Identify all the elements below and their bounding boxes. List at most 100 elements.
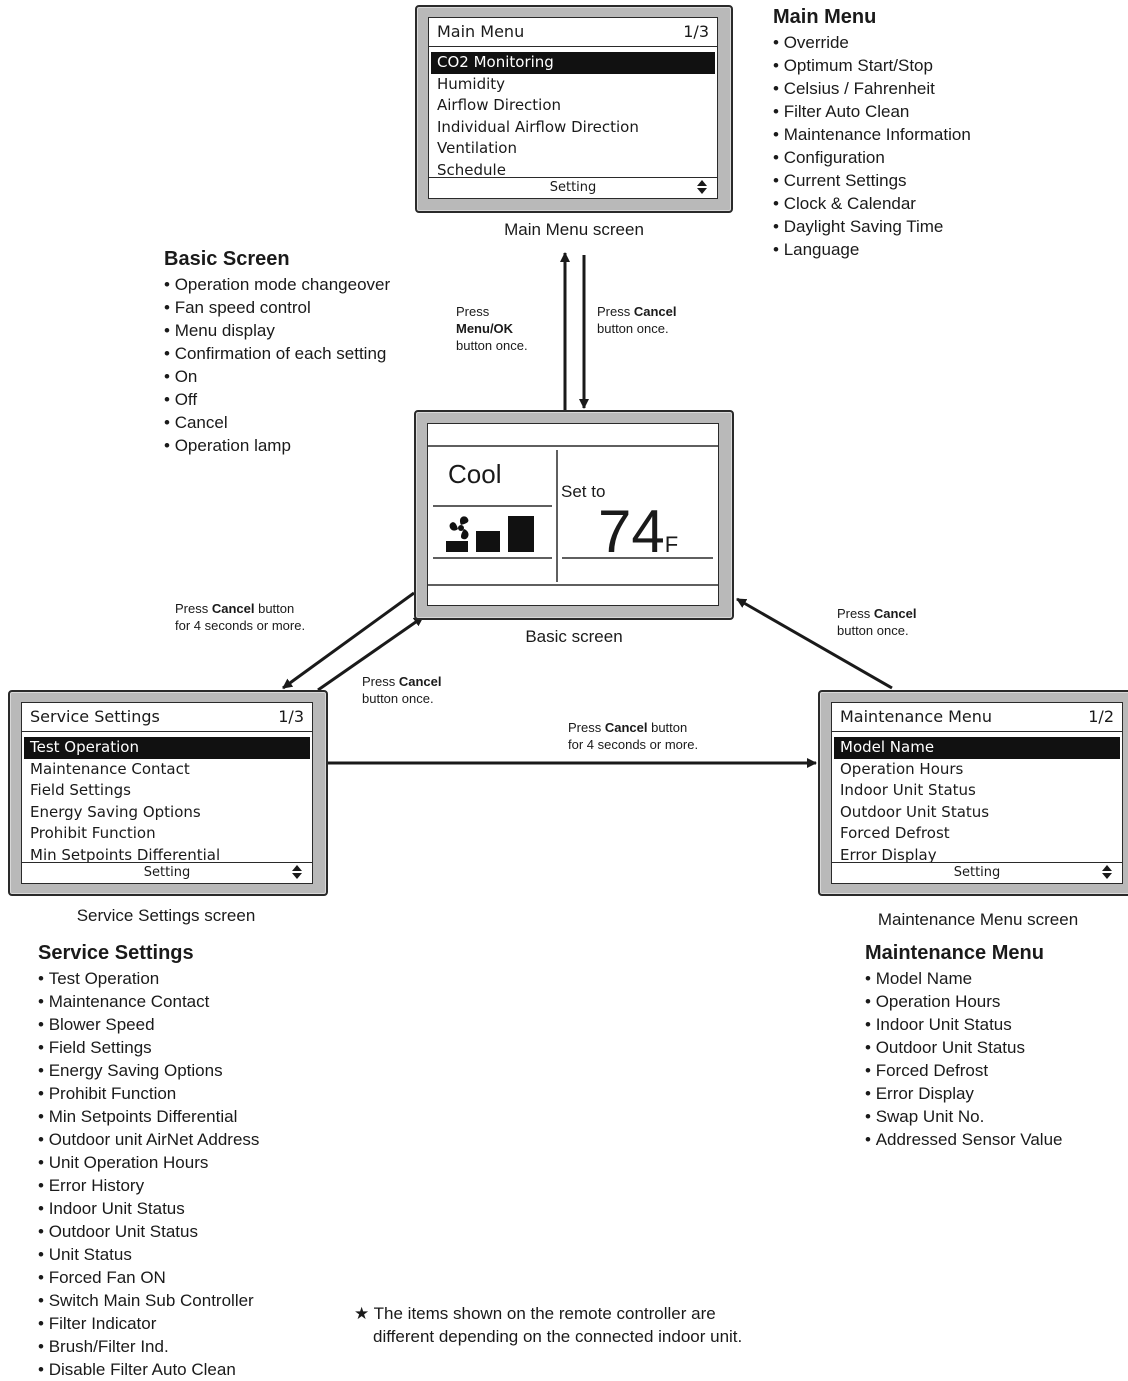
- maintenance-menu-device: Maintenance Menu 1/2 Model Name Operatio…: [818, 690, 1128, 896]
- list-item: Filter Indicator: [38, 1312, 259, 1335]
- list-item: Clock & Calendar: [773, 192, 971, 215]
- main-menu-item[interactable]: CO2 Monitoring: [431, 52, 715, 74]
- note-press-cancel-service: Press Cancel button once.: [362, 673, 441, 707]
- note-press-cancel-4s-bottom: Press Cancel button for 4 seconds or mor…: [568, 719, 698, 753]
- main-menu-item[interactable]: Individual Airflow Direction: [437, 117, 639, 136]
- up-down-icon: [1102, 865, 1112, 879]
- note-text: Press: [597, 304, 634, 319]
- main-menu-item[interactable]: Humidity: [437, 74, 506, 93]
- maintenance-menu-lcd: Maintenance Menu 1/2 Model Name Operatio…: [831, 702, 1123, 884]
- note-press-cancel-maintenance: Press Cancel button once.: [837, 605, 916, 639]
- main-menu-list: Main Menu Override Optimum Start/Stop Ce…: [773, 6, 971, 261]
- main-menu-item[interactable]: Airflow Direction: [437, 96, 562, 114]
- maintenance-menu-footer-label: Setting: [953, 865, 1001, 880]
- service-settings-item[interactable]: Field Settings: [30, 781, 131, 799]
- service-settings-heading: Service Settings: [38, 942, 194, 964]
- list-item: Disable Filter Auto Clean: [38, 1358, 259, 1381]
- maintenance-menu-item[interactable]: Model Name: [834, 737, 1120, 759]
- list-item: Swap Unit No.: [865, 1105, 1063, 1128]
- service-settings-lcd: Service Settings 1/3 Test Operation Main…: [21, 702, 313, 884]
- note-press-menu-ok: Press Menu/OK button once.: [456, 303, 528, 354]
- fan-speed-bars: [446, 516, 534, 552]
- up-down-icon: [292, 865, 302, 879]
- list-item: Maintenance Information: [773, 123, 971, 146]
- list-item: Menu display: [164, 319, 390, 342]
- note-text: button: [254, 601, 295, 616]
- footnote: ★ The items shown on the remote controll…: [354, 1302, 742, 1348]
- maintenance-menu-bullets: Model Name Operation Hours Indoor Unit S…: [865, 967, 1063, 1151]
- list-item: Off: [164, 388, 390, 411]
- note-press-cancel-4s-left: Press Cancel button for 4 seconds or mor…: [175, 600, 305, 634]
- note-line: button once.: [597, 321, 669, 336]
- list-item: Override: [773, 31, 971, 54]
- main-menu-item[interactable]: Ventilation: [437, 139, 517, 157]
- note-line: button once.: [362, 691, 434, 706]
- list-item: Language: [773, 238, 971, 261]
- list-item: Configuration: [773, 146, 971, 169]
- service-settings-footer-label: Setting: [143, 865, 191, 880]
- list-item: Operation mode changeover: [164, 273, 390, 296]
- main-menu-device: Main Menu 1/3 CO2 Monitoring Humidity Ai…: [415, 5, 733, 213]
- mode-label: Cool: [448, 459, 502, 489]
- list-item: Switch Main Sub Controller: [38, 1289, 259, 1312]
- set-to-label: Set to: [561, 482, 606, 501]
- maintenance-menu-item[interactable]: Error Display: [840, 845, 937, 864]
- maintenance-menu-title: Maintenance Menu: [840, 707, 993, 726]
- fan-icon: [449, 516, 469, 540]
- maintenance-menu-list: Maintenance Menu Model Name Operation Ho…: [865, 942, 1063, 1151]
- note-press-cancel-main: Press Cancel button once.: [597, 303, 676, 337]
- maintenance-menu-footer: Setting: [832, 862, 1122, 883]
- service-settings-title: Service Settings: [30, 707, 160, 726]
- list-item: Test Operation: [38, 967, 259, 990]
- arrow-basic-to-service: [282, 591, 415, 690]
- list-item: Addressed Sensor Value: [865, 1128, 1063, 1151]
- set-temperature: 74F: [598, 502, 678, 562]
- arrow-service-to-basic: [317, 615, 424, 692]
- list-item: Confirmation of each setting: [164, 342, 390, 365]
- basic-screen-caption: Basic screen: [525, 627, 623, 646]
- service-settings-bullets: Test Operation Maintenance Contact Blowe…: [38, 967, 260, 1381]
- note-text: Press: [837, 606, 874, 621]
- service-settings-items: Test Operation Maintenance Contact Field…: [24, 737, 310, 866]
- list-item: Error History: [38, 1174, 259, 1197]
- service-settings-item[interactable]: Prohibit Function: [30, 824, 156, 842]
- maintenance-menu-page: 1/2: [1088, 707, 1114, 726]
- service-settings-item[interactable]: Energy Saving Options: [30, 802, 201, 821]
- footnote-line: different depending on the connected ind…: [373, 1327, 743, 1346]
- service-settings-item[interactable]: Maintenance Contact: [30, 759, 190, 778]
- up-down-icon: [697, 180, 707, 194]
- service-settings-caption: Service Settings screen: [76, 906, 256, 925]
- list-item: Cancel: [164, 411, 390, 434]
- note-bold: Cancel: [604, 720, 648, 735]
- note-bold: Cancel: [633, 304, 677, 319]
- arrow-maintenance-to-basic: [736, 597, 893, 690]
- service-settings-footer: Setting: [22, 862, 312, 883]
- note-bold: Menu/OK: [456, 321, 514, 336]
- main-menu-header: Main Menu 1/3: [429, 18, 717, 47]
- service-settings-item[interactable]: Min Setpoints Differential: [30, 845, 221, 864]
- service-settings-item[interactable]: Test Operation: [24, 737, 310, 759]
- service-settings-page: 1/3: [278, 707, 304, 726]
- maintenance-menu-item[interactable]: Operation Hours: [840, 759, 964, 778]
- main-menu-footer-label: Setting: [549, 180, 597, 195]
- main-menu-item[interactable]: Schedule: [437, 160, 506, 179]
- maintenance-menu-item[interactable]: Outdoor Unit Status: [840, 802, 990, 821]
- maintenance-menu-item[interactable]: Forced Defrost: [840, 824, 950, 842]
- basic-screen-heading: Basic Screen: [164, 248, 290, 270]
- note-line: button once.: [837, 623, 909, 638]
- list-item: Maintenance Contact: [38, 990, 259, 1013]
- maintenance-menu-item[interactable]: Indoor Unit Status: [840, 781, 976, 799]
- basic-screen-frame: [428, 445, 718, 586]
- note-text: Press: [175, 601, 212, 616]
- list-item: Model Name: [865, 967, 1063, 990]
- maintenance-menu-header: Maintenance Menu 1/2: [832, 703, 1122, 732]
- temperature-value: 74: [598, 498, 665, 565]
- note-line: for 4 seconds or more.: [175, 618, 306, 633]
- list-item: Outdoor Unit Status: [38, 1220, 259, 1243]
- list-item: Outdoor Unit Status: [865, 1036, 1063, 1059]
- list-item: Indoor Unit Status: [38, 1197, 259, 1220]
- list-item: Unit Status: [38, 1243, 259, 1266]
- basic-screen-lcd: Cool Set to 74F: [427, 423, 719, 606]
- footnote-line: ★ The items shown on the remote controll…: [354, 1304, 716, 1323]
